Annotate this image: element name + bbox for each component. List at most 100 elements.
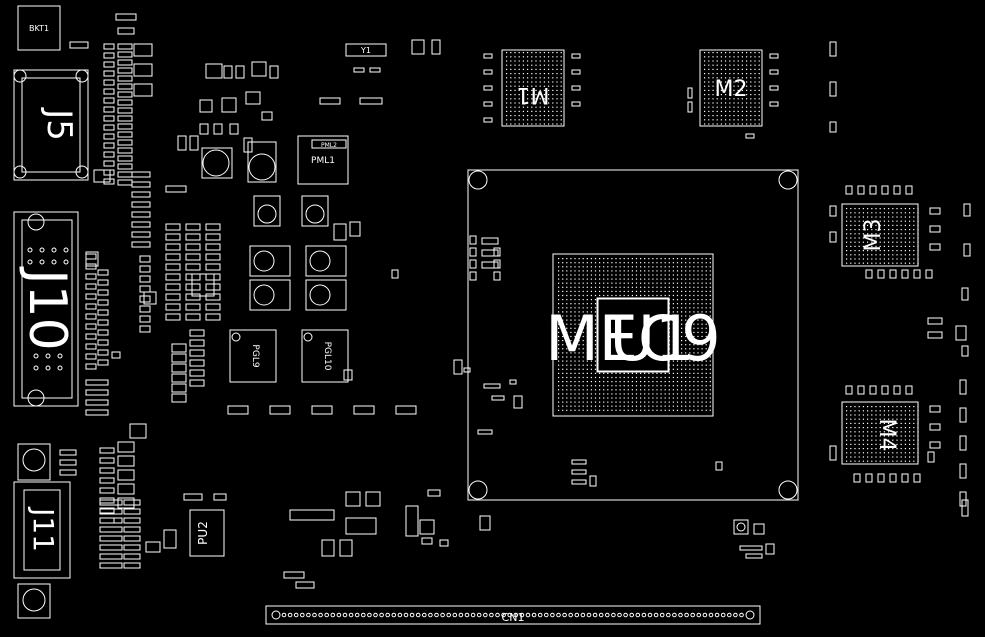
bga-ball (578, 331, 580, 333)
bga-ball (697, 331, 699, 333)
bga-ball (896, 237, 898, 239)
passive-component (289, 509, 335, 521)
bga-ball (854, 216, 856, 218)
bga-ball (543, 52, 545, 54)
bga-ball (705, 266, 707, 268)
bga-ball (570, 348, 572, 350)
passive-component (123, 517, 141, 524)
bga-ball (578, 303, 580, 305)
bga-ball (896, 452, 898, 454)
bga-ball (558, 393, 560, 395)
bga-ball (712, 56, 714, 58)
bga-ball (862, 250, 864, 252)
bga-ball (652, 372, 654, 374)
round-component (312, 612, 317, 618)
bga-ball (582, 389, 584, 391)
round-component (672, 612, 677, 618)
bga-ball (548, 64, 550, 66)
bga-ball (562, 401, 564, 403)
bga-ball (644, 381, 646, 383)
bga-ball (858, 427, 860, 429)
bga-ball (750, 52, 752, 54)
bga-ball (556, 102, 558, 104)
bga-ball (909, 237, 911, 239)
bga-ball (697, 360, 699, 362)
bga-ball (701, 286, 703, 288)
bga-ball (871, 216, 873, 218)
bga-ball (582, 376, 584, 379)
bga-ball (754, 56, 756, 58)
bga-ball (603, 262, 605, 264)
j11-label: J11 (27, 506, 60, 552)
passive-component (261, 111, 273, 121)
bga-ball (527, 115, 529, 117)
bga-ball (754, 94, 756, 96)
passive-component (481, 261, 499, 269)
passive-component (769, 53, 779, 59)
bga-ball (909, 229, 911, 231)
bga-ball (558, 258, 560, 260)
bga-ball (623, 282, 625, 284)
bga-ball (582, 294, 584, 297)
m2-memory-chip: M2 (699, 49, 763, 127)
bga-ball (672, 405, 674, 407)
bga-ball (518, 123, 520, 125)
bga-ball (552, 102, 554, 104)
bga-ball (607, 381, 609, 383)
bga-ball (909, 262, 911, 264)
bga-ball (746, 73, 748, 75)
bga-ball (689, 299, 691, 301)
bga-ball (594, 311, 597, 313)
passive-component (165, 293, 181, 301)
bga-ball (599, 381, 601, 383)
round-component (544, 612, 549, 618)
bga-ball (586, 323, 588, 325)
bga-ball (729, 115, 731, 117)
bga-ball (846, 427, 848, 429)
bga-ball (705, 290, 707, 292)
bga-ball (896, 448, 898, 450)
bga-ball (875, 456, 877, 458)
bga-ball (539, 85, 541, 87)
bga-ball (879, 237, 881, 239)
bga-ball (754, 115, 756, 117)
bga-ball (607, 401, 609, 403)
bga-ball (708, 77, 710, 79)
bga-ball (562, 303, 564, 305)
bga-ball (701, 278, 703, 280)
bga-ball (862, 233, 864, 235)
bga-ball (693, 385, 695, 387)
bga-ball (582, 270, 584, 272)
bga-ball (729, 85, 731, 87)
bga-ball (607, 372, 609, 374)
passive-component (97, 299, 109, 306)
bga-ball (681, 393, 683, 395)
bga-ball (704, 60, 706, 62)
bga-ball (685, 294, 687, 297)
bga-ball (685, 286, 687, 288)
bga-ball (701, 348, 703, 350)
bga-ball (909, 212, 911, 214)
passive-component (165, 263, 181, 271)
bga-ball (590, 266, 592, 268)
passive-component (865, 269, 873, 279)
bga-ball (599, 266, 601, 268)
bga-ball (562, 397, 564, 399)
bga-ball (733, 98, 735, 100)
bga-ball (676, 282, 679, 284)
bga-ball (611, 405, 613, 407)
passive-component (339, 539, 353, 557)
bga-ball (697, 274, 699, 276)
bga-ball (741, 89, 743, 91)
passive-component (853, 473, 861, 483)
bga-ball (900, 410, 902, 412)
bga-ball (594, 262, 597, 264)
bga-ball (746, 77, 748, 79)
bga-ball (883, 241, 885, 243)
bga-ball (556, 68, 558, 70)
bga-ball (627, 397, 629, 399)
bga-ball (506, 110, 508, 112)
bga-ball (737, 123, 739, 125)
bga-ball (883, 443, 885, 445)
bga-ball (652, 389, 654, 391)
